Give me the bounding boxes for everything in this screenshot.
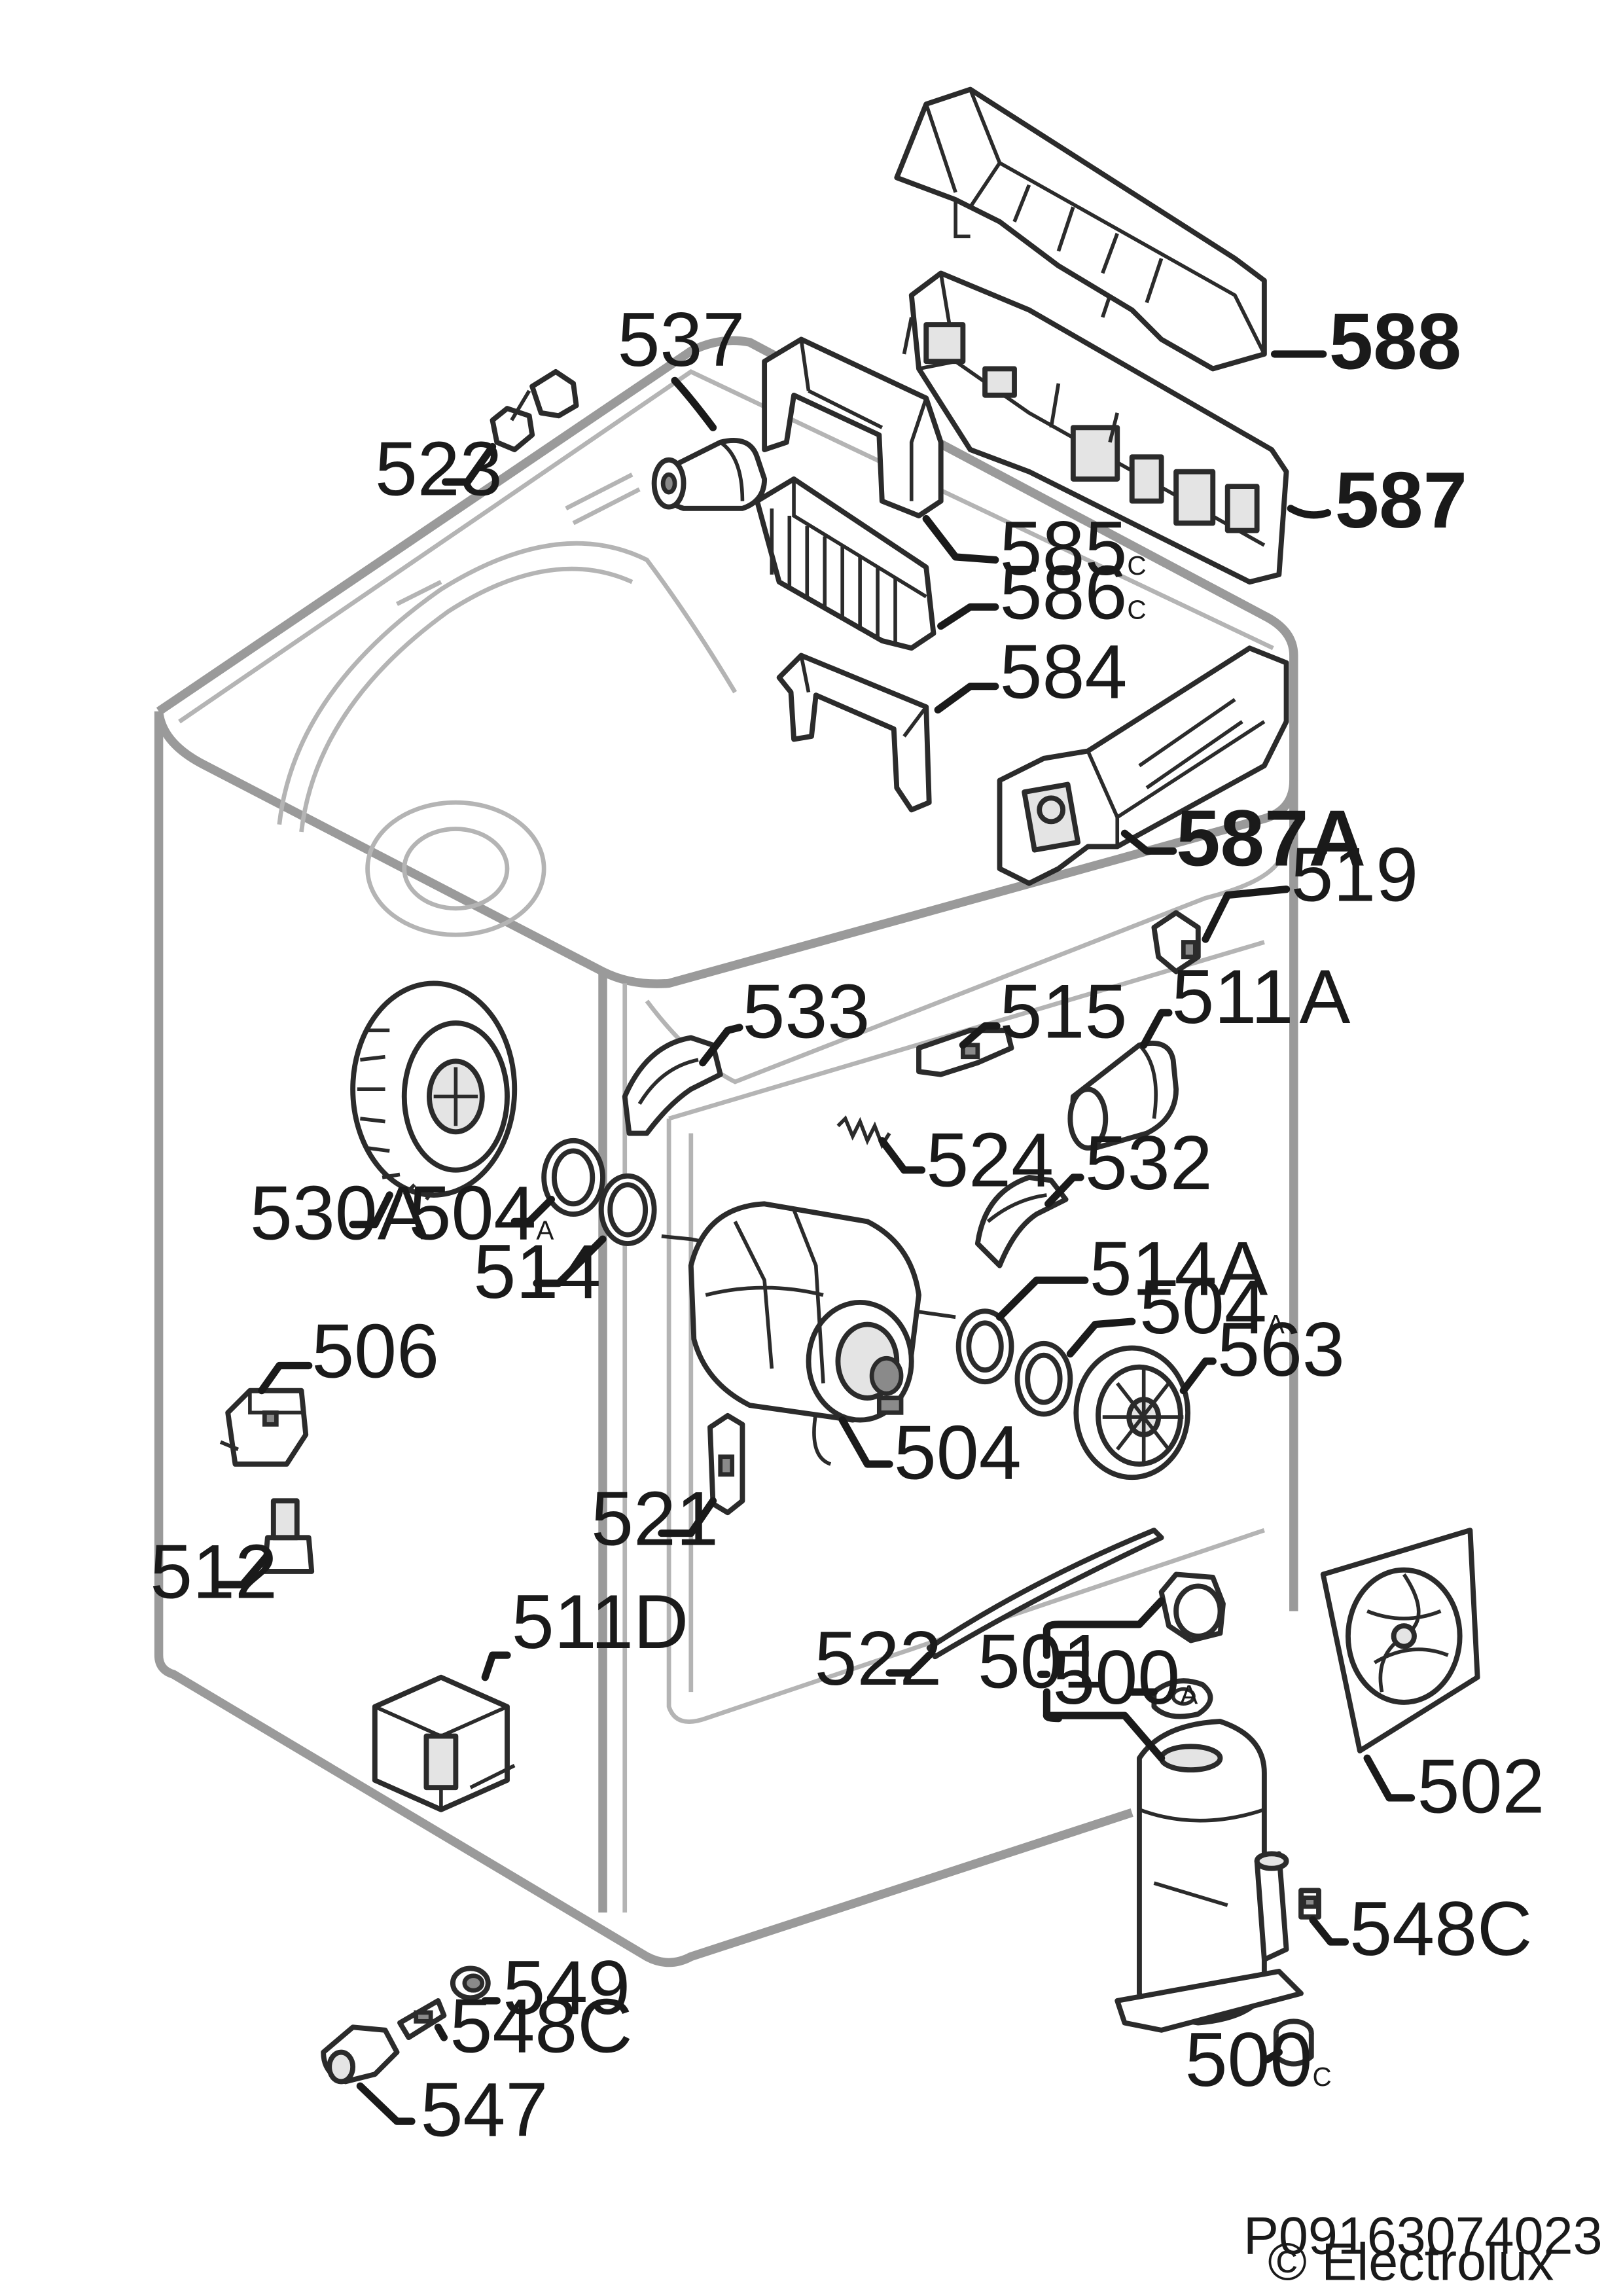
label-511a-suffix: A	[1300, 954, 1351, 1039]
part-521-holder	[707, 1412, 745, 1516]
part-537-capacitor	[651, 438, 768, 511]
label-532: 532	[1085, 1120, 1213, 1206]
part-585c-cover	[762, 336, 944, 518]
label-585c: 585C	[1000, 505, 1147, 591]
part-549-bushing	[450, 1965, 491, 2001]
part-504-motor	[661, 1201, 956, 1466]
part-502-fan	[1320, 1528, 1480, 1753]
label-533: 533	[742, 969, 870, 1054]
part-532-duct	[974, 1174, 1069, 1268]
label-500a: 500A	[1052, 1634, 1198, 1720]
part-514-ring	[598, 1173, 657, 1246]
label-521: 521	[591, 1476, 719, 1562]
label-504a-right-number: 504	[1139, 1264, 1267, 1350]
label-587: 587	[1335, 456, 1467, 545]
part-514a-ring	[955, 1308, 1014, 1385]
cabinet-outline	[154, 336, 1298, 1967]
label-515: 515	[1000, 969, 1128, 1054]
label-519: 519	[1291, 832, 1418, 918]
label-511a-number: 511	[1171, 954, 1293, 1039]
part-587a-control-panel	[997, 645, 1289, 886]
label-584: 584	[1000, 629, 1128, 715]
part-586c-heatsink	[754, 476, 936, 651]
label-512: 512	[150, 1528, 277, 1614]
part-504a-right-seal	[1014, 1340, 1073, 1417]
callout-labels: 588 587 537 523 585C 586C 584 587A 519 5…	[150, 296, 1544, 2153]
label-504a-right-suffix: A	[1267, 1309, 1285, 1339]
part-511d-transformer	[372, 1674, 516, 1812]
copyright-text: © Electrolux	[1268, 2233, 1554, 2292]
label-500a-number: 500	[1052, 1634, 1180, 1720]
part-588-top-cover	[894, 86, 1267, 372]
label-537: 537	[617, 296, 745, 382]
drawing-code: P09163074023	[1243, 2206, 1603, 2265]
label-588: 588	[1329, 296, 1461, 386]
label-504a-right: 504A	[1139, 1264, 1285, 1350]
label-500c: 500C	[1185, 2017, 1332, 2102]
part-547-switch	[321, 2024, 400, 2085]
label-524: 524	[926, 1117, 1054, 1202]
part-548c-right-terminal	[1298, 1888, 1321, 1920]
part-530a-fan-wheel	[350, 980, 518, 1201]
label-585c-suffix: C	[1127, 550, 1146, 581]
label-585c-number: 585	[1000, 505, 1128, 591]
part-563-pulley	[1073, 1345, 1191, 1480]
label-586c: 586C	[1000, 549, 1147, 635]
label-587a: 587A	[1176, 794, 1366, 883]
label-504a-left-suffix: A	[536, 1215, 554, 1245]
part-587-electronic-board	[902, 270, 1289, 585]
label-506: 506	[312, 1308, 439, 1393]
footer: P09163074023 © Electrolux	[1243, 2206, 1603, 2291]
leader-lines	[213, 350, 1416, 2125]
label-500c-number: 500	[1185, 2017, 1313, 2102]
label-548c-left: 548C	[450, 1983, 632, 2069]
label-504a-left-number: 504	[408, 1170, 536, 1255]
label-586c-number: 586	[1000, 549, 1128, 635]
part-501-valve	[1151, 1571, 1226, 1719]
label-530a: 530A	[250, 1170, 429, 1255]
label-514: 514	[473, 1229, 601, 1314]
label-514a: 514A	[1090, 1226, 1268, 1312]
label-547: 547	[420, 2067, 548, 2153]
part-584-bracket	[776, 653, 932, 813]
label-549: 549	[503, 1945, 630, 2030]
label-523: 523	[375, 426, 503, 512]
part-504a-left-seal	[541, 1138, 605, 1217]
label-563: 563	[1217, 1306, 1345, 1392]
part-506-relay	[219, 1388, 309, 1467]
part-522-bar	[926, 1528, 1164, 1660]
part-511a-filter	[1067, 1041, 1179, 1151]
part-519-sensor	[1151, 910, 1201, 975]
label-501: 501	[978, 1618, 1105, 1704]
label-502: 502	[1418, 1743, 1545, 1829]
label-504a-left: 504A	[408, 1170, 554, 1255]
label-586c-suffix: C	[1127, 594, 1146, 624]
part-515-lock	[916, 1028, 1014, 1077]
part-523-connector	[490, 368, 579, 452]
label-500c-suffix: C	[1312, 2062, 1331, 2092]
label-522: 522	[814, 1615, 942, 1701]
label-511d: 511D	[512, 1579, 689, 1664]
part-548c-left-terminal	[397, 1998, 447, 2040]
label-504: 504	[894, 1409, 1022, 1495]
part-compressor	[1115, 1719, 1304, 2033]
label-500a-suffix: A	[1180, 1679, 1198, 1710]
label-548c-right: 548C	[1349, 1886, 1532, 1971]
